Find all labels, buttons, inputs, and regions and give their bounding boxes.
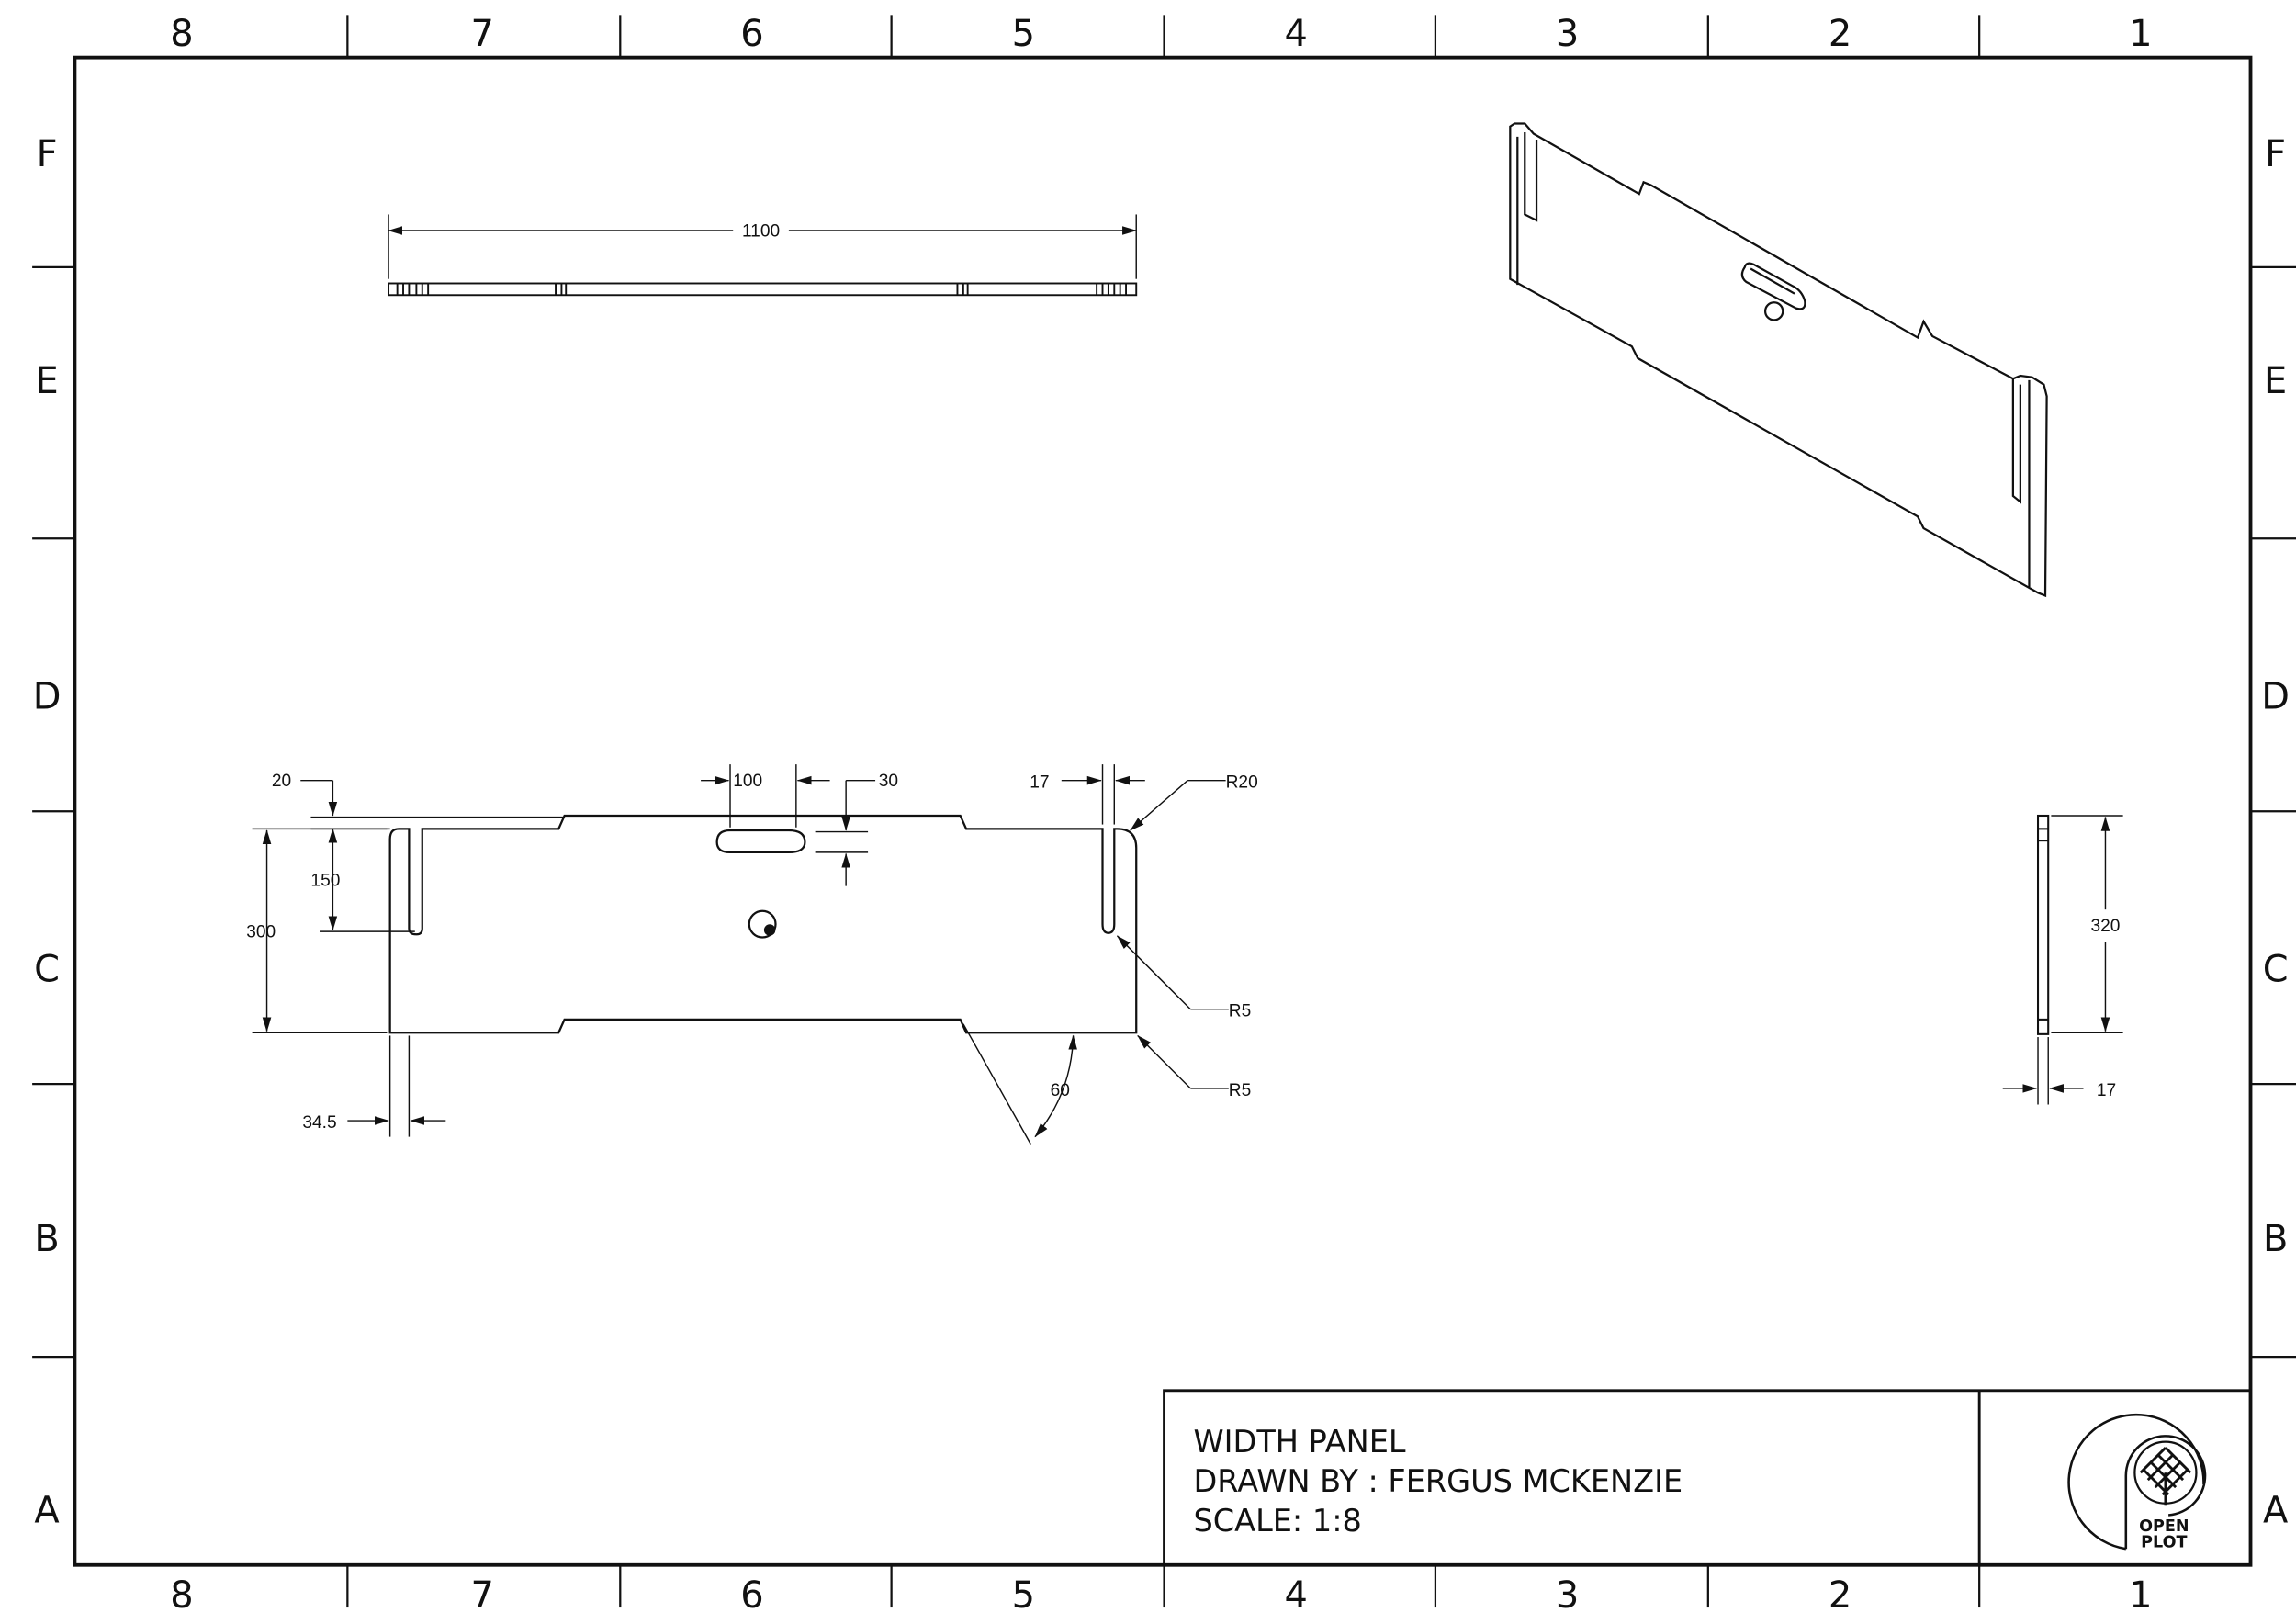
row-label: A (2263, 1489, 2288, 1531)
front-view-dim-lines (252, 764, 1229, 1145)
dim-slot-width-label: 30 (879, 772, 898, 791)
column-label: 5 (1012, 13, 1035, 55)
side-view-dim-lines (2002, 815, 2123, 1105)
column-label: 7 (471, 13, 494, 55)
dim-notch-width-label: 17 (1030, 773, 1049, 793)
column-label: 1 (2129, 13, 2152, 55)
column-label: 6 (740, 13, 763, 55)
row-label: F (37, 133, 58, 175)
column-label: 4 (1285, 1574, 1308, 1617)
grid-ticks (32, 15, 2296, 1608)
dim-chamfer-angle-label: 60 (1051, 1081, 1070, 1100)
dim-length-label: 1100 (742, 221, 780, 241)
row-label: D (33, 675, 62, 717)
row-label: C (2263, 948, 2289, 990)
dim-length-lines (388, 214, 1138, 279)
leaf-mark-icon (2133, 1440, 2198, 1506)
column-labels-top: 8 7 6 5 4 3 2 1 (170, 13, 2152, 55)
column-label: 6 (740, 1574, 763, 1617)
row-label: E (2264, 360, 2287, 402)
dim-notch-offset-label: 34.5 (302, 1113, 336, 1133)
row-label: F (2265, 133, 2286, 175)
column-label: 3 (1556, 1574, 1579, 1617)
row-label: B (2263, 1218, 2288, 1260)
top-view-outline (388, 282, 1138, 297)
column-label: 5 (1012, 1574, 1035, 1617)
column-labels-bottom: 8 7 6 5 4 3 2 1 (170, 1574, 2152, 1617)
dim-slot-depth-label: 150 (310, 872, 340, 891)
isometric-view (1509, 122, 2048, 598)
top-view: 1100 (388, 214, 1138, 297)
dim-slot-length-label: 100 (733, 772, 762, 791)
column-label: 2 (1829, 1574, 1851, 1617)
dim-side-thickness-label: 17 (2097, 1081, 2116, 1100)
drawing-scale: SCALE: 1:8 (1193, 1503, 1361, 1539)
logo-text-plot: PLOT (2141, 1534, 2187, 1552)
logo-text-open: OPEN (2139, 1517, 2189, 1536)
row-label: C (34, 948, 60, 990)
row-labels-left: F E D C B A (33, 133, 62, 1532)
dim-height-label: 300 (246, 922, 276, 942)
column-label: 8 (170, 13, 193, 55)
side-view: 320 17 (2002, 814, 2123, 1105)
row-labels-right: F E D C B A (2261, 133, 2290, 1532)
open-plot-logo: OPEN PLOT (2067, 1413, 2207, 1552)
column-label: 7 (471, 1574, 494, 1617)
dim-corner-radius-label: R20 (1226, 773, 1258, 793)
drawing-frame (32, 15, 2296, 1608)
side-view-outline (2036, 814, 2050, 1035)
drawing-title: WIDTH PANEL (1193, 1424, 1405, 1460)
drawn-by: DRAWN BY : FERGUS MCKENZIE (1193, 1463, 1683, 1499)
dim-side-height-label: 320 (2090, 917, 2120, 936)
column-label: 1 (2129, 1574, 2152, 1617)
title-block: WIDTH PANEL DRAWN BY : FERGUS MCKENZIE S… (1163, 1389, 2252, 1567)
dim-bottom-radius-label: R5 (1229, 1081, 1251, 1100)
row-label: A (34, 1489, 59, 1531)
row-label: E (35, 360, 58, 402)
column-label: 4 (1285, 13, 1308, 55)
column-label: 2 (1829, 13, 1851, 55)
dim-top-offset-label: 20 (272, 772, 291, 791)
front-view-outline (388, 814, 1138, 1034)
row-label: B (34, 1218, 59, 1260)
row-label: D (2261, 675, 2290, 717)
column-label: 3 (1556, 13, 1579, 55)
dim-slot-end-radius-label: R5 (1229, 1002, 1251, 1021)
column-label: 8 (170, 1574, 193, 1617)
front-view: 20 100 30 150 300 17 R20 R5 R5 60 34.5 (246, 764, 1258, 1145)
